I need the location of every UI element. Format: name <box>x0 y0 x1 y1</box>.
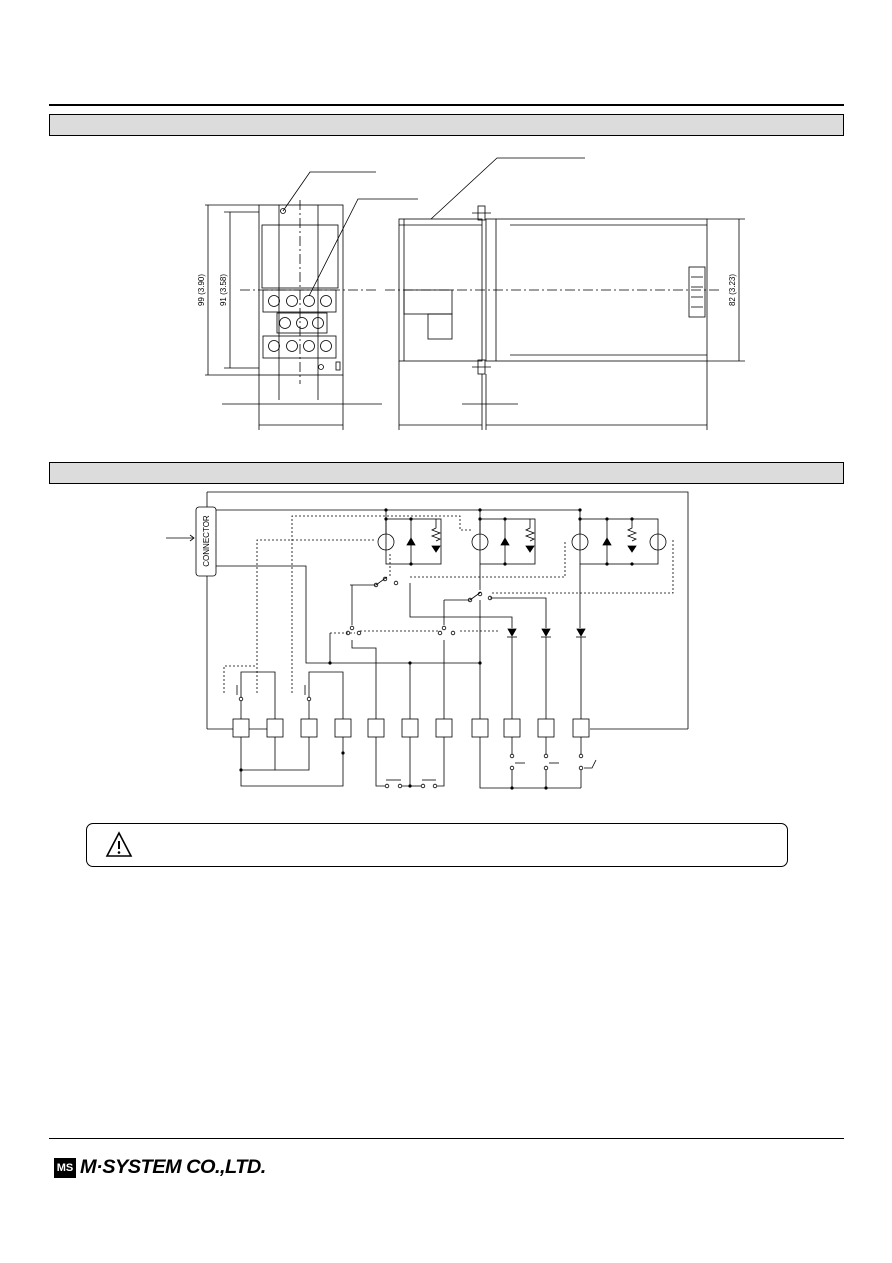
front-view-drawing <box>205 171 418 430</box>
footer-rule <box>49 1138 844 1139</box>
dim-mounting-height: 91 (3.58) <box>219 274 228 306</box>
dim-overall-height: 99 (3.90) <box>197 274 206 306</box>
warning-triangle-icon <box>105 831 133 857</box>
logo-mark-icon: MS <box>54 1158 76 1178</box>
junction-dots <box>239 508 634 790</box>
connector-label: CONNECTOR <box>202 515 211 567</box>
section-header-connection <box>49 462 844 484</box>
dim-side-height: 82 (3.23) <box>728 274 737 306</box>
caution-box <box>86 823 788 867</box>
top-rule <box>49 104 844 106</box>
section-header-dimensions <box>49 114 844 136</box>
connection-diagram <box>166 491 689 789</box>
side-view-drawing <box>385 157 745 430</box>
company-logo: MS M·SYSTEM CO.,LTD. <box>54 1156 266 1180</box>
company-name: M·SYSTEM CO.,LTD. <box>80 1157 266 1178</box>
